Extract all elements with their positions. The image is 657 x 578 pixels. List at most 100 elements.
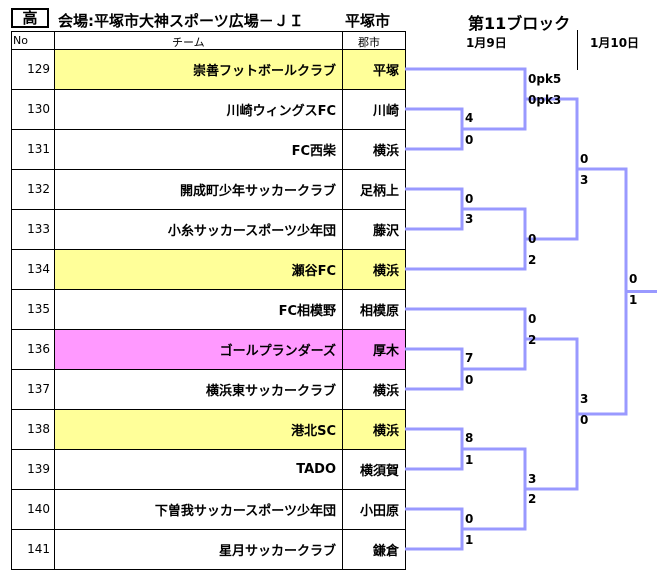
score-136-137-top: 7 [465, 351, 474, 365]
table-grid-line [11, 569, 405, 570]
score-r2a-top: 0pk5 [528, 72, 562, 86]
team-number: 134 [27, 262, 50, 276]
team-number: 138 [27, 422, 50, 436]
score-r2d-top: 3 [528, 472, 537, 486]
col-header-city: 郡市 [358, 36, 380, 49]
table-grid-line [11, 129, 405, 130]
team-city: 横浜 [372, 383, 399, 399]
block-title: 第11ブロック [468, 14, 571, 33]
date-day1: 1月9日 [466, 36, 507, 50]
table-row: 130 川崎ウィングスFC 川崎 [11, 89, 405, 129]
table-grid-line [11, 449, 405, 450]
table-grid-line [11, 369, 405, 370]
team-name: 瀬谷FC [54, 249, 342, 289]
category-badge: 高 [11, 8, 49, 28]
score-r3b-top: 3 [580, 392, 589, 406]
table-grid-line [54, 31, 55, 570]
team-number: 130 [27, 102, 50, 116]
team-name: FC相模野 [278, 303, 336, 319]
col-header-no: No [13, 34, 28, 47]
table-row: 139 TADO 横須賀 [11, 449, 405, 489]
table-grid-line [11, 89, 405, 90]
team-name: 開成町少年サッカークラブ [179, 183, 336, 199]
score-r3b-bottom: 0 [580, 413, 589, 427]
bracket-line [405, 507, 464, 551]
score-132-133-bottom: 3 [465, 212, 474, 226]
table-grid-line [405, 31, 406, 570]
table-grid-line [11, 329, 405, 330]
team-city: 足柄上 [359, 183, 399, 199]
team-name: FC西柴 [291, 143, 336, 159]
score-138-139-top: 8 [465, 431, 474, 445]
score-136-137-bottom: 0 [465, 373, 474, 387]
score-final-top: 0 [629, 272, 638, 286]
team-city: 川崎 [372, 103, 399, 119]
col-header-team: チーム [172, 36, 205, 49]
table-grid-line [11, 169, 405, 170]
score-130-131-top: 4 [465, 111, 474, 125]
table-row: 129 崇善フットボールクラブ平塚 [11, 49, 405, 89]
table-grid-line [11, 289, 405, 290]
team-city: 平塚 [342, 49, 405, 89]
host-city: 平塚市 [345, 12, 391, 30]
table-grid-line [11, 209, 405, 210]
team-city: 横浜 [372, 143, 399, 159]
bracket-line [405, 427, 464, 471]
team-number: 135 [27, 302, 50, 316]
team-name: 下曽我サッカースポーツ少年団 [154, 503, 336, 519]
team-name: 小糸サッカースポーツ少年団 [167, 223, 336, 239]
table-grid-line [11, 529, 405, 530]
bracket-line [525, 97, 579, 241]
team-number: 139 [27, 462, 50, 476]
team-number: 131 [27, 142, 50, 156]
date-divider [577, 30, 578, 70]
score-r2b-bottom: 2 [528, 253, 537, 267]
team-name: ゴールプランダーズ [54, 329, 342, 369]
bracket-line [577, 167, 628, 416]
bracket-line [525, 337, 579, 491]
team-city: 厚木 [342, 329, 405, 369]
score-r2a-bottom: 0pk3 [528, 93, 562, 107]
bracket-line [405, 187, 464, 231]
team-city: 小田原 [359, 503, 399, 519]
score-138-139-bottom: 1 [465, 453, 474, 467]
team-city: 藤沢 [372, 223, 399, 239]
bracket-line [405, 347, 464, 391]
team-city: 鎌倉 [372, 543, 399, 559]
team-city: 横須賀 [359, 463, 399, 479]
table-grid-line [11, 249, 405, 250]
score-r2d-bottom: 2 [528, 492, 537, 506]
table-grid-line [342, 31, 343, 570]
team-number: 140 [27, 502, 50, 516]
table-grid-line [11, 489, 405, 490]
bracket-line [405, 107, 464, 151]
team-name: 横浜東サッカークラブ [205, 383, 336, 399]
team-name: TADO [296, 461, 336, 477]
team-number: 129 [27, 62, 50, 76]
team-city: 横浜 [342, 249, 405, 289]
team-number: 133 [27, 222, 50, 236]
team-name: 港北SC [54, 409, 342, 449]
table-grid-line [11, 31, 12, 570]
score-132-133-top: 0 [465, 192, 474, 206]
team-city: 横浜 [342, 409, 405, 449]
table-row: 131 FC西柴 横浜 [11, 129, 405, 169]
table-row: 135 FC相模野 相模原 [11, 289, 405, 329]
team-name: 崇善フットボールクラブ [54, 49, 342, 89]
team-number: 137 [27, 382, 50, 396]
score-r3a-bottom: 3 [580, 173, 589, 187]
team-name: 川崎ウィングスFC [226, 103, 336, 119]
team-name: 星月サッカークラブ [218, 543, 336, 559]
score-r2c-top: 0 [528, 312, 537, 326]
table-row: 140 下曽我サッカースポーツ少年団 小田原 [11, 489, 405, 529]
table-grid-line [11, 409, 405, 410]
score-140-141-bottom: 1 [465, 533, 474, 547]
score-140-141-top: 0 [465, 512, 474, 526]
team-city: 相模原 [359, 303, 399, 319]
